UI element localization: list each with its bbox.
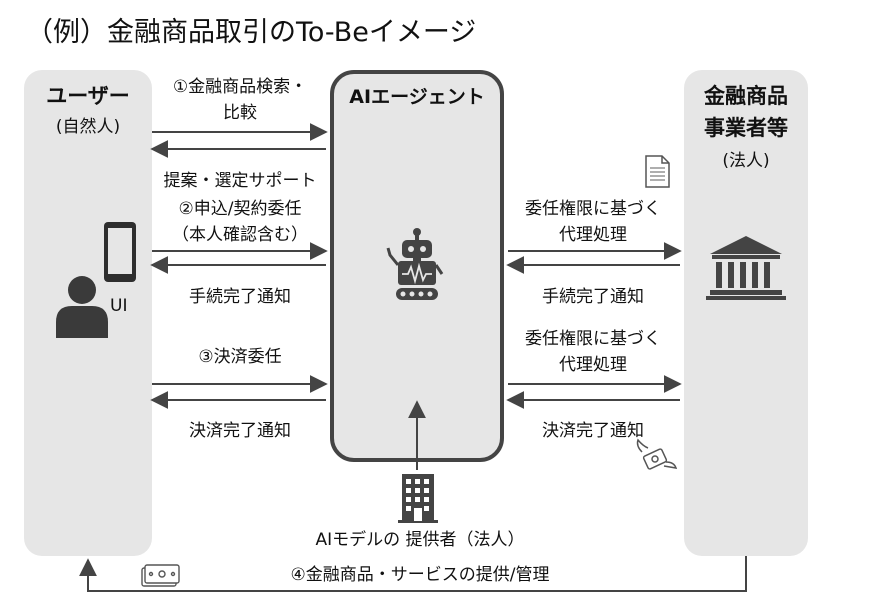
ai-agent-box [330,70,504,462]
label-delegate2-line1: 委任権限に基づく [525,329,661,349]
provider-heading-line2: 事業者等 [704,116,788,140]
provider-heading-line1: 金融商品 [704,84,788,108]
label-settle-done-left: 決済完了通知 [189,421,291,441]
user-sub: (自然人) [55,117,121,137]
label-settle-done-right: 決済完了通知 [542,421,644,441]
robot-icon [386,228,444,300]
cash-icon [141,564,180,587]
agent-heading: AIエージェント [349,86,485,108]
flying-money-icon [636,438,678,470]
label-delegate2-line2: 代理処理 [559,355,627,375]
label-search-line2: 比較 [223,103,257,123]
ui-label: UI [110,296,128,316]
office-building-icon [398,474,438,523]
provider-sub: (法人) [722,151,770,171]
label-apply-line2: （本人確認含む） [172,225,308,245]
label-delegate1-line1: 委任権限に基づく [525,199,661,219]
document-icon [645,155,670,188]
provider-panel [684,70,808,556]
label-settle: ③決済委任 [198,347,282,367]
person-icon [56,276,108,338]
label-model-provider: AIモデルの 提供者（法人） [315,530,525,550]
label-apply-line1: ②申込/契約委任 [178,199,302,219]
phone-icon [104,222,136,282]
label-proc-done-right: 手続完了通知 [542,287,644,307]
page-title: （例）金融商品取引のTo-Beイメージ [26,17,477,48]
user-heading: ユーザー [46,84,130,108]
label-support: 提案・選定サポート [163,171,317,191]
label-proc-done-left: 手続完了通知 [189,287,291,307]
arrow-service-to-user [79,556,747,592]
label-service: ④金融商品・サービスの提供/管理 [290,565,550,585]
bank-icon [706,236,786,300]
label-delegate1-line2: 代理処理 [559,225,627,245]
label-search-line1: ①金融商品検索・ [172,77,308,97]
